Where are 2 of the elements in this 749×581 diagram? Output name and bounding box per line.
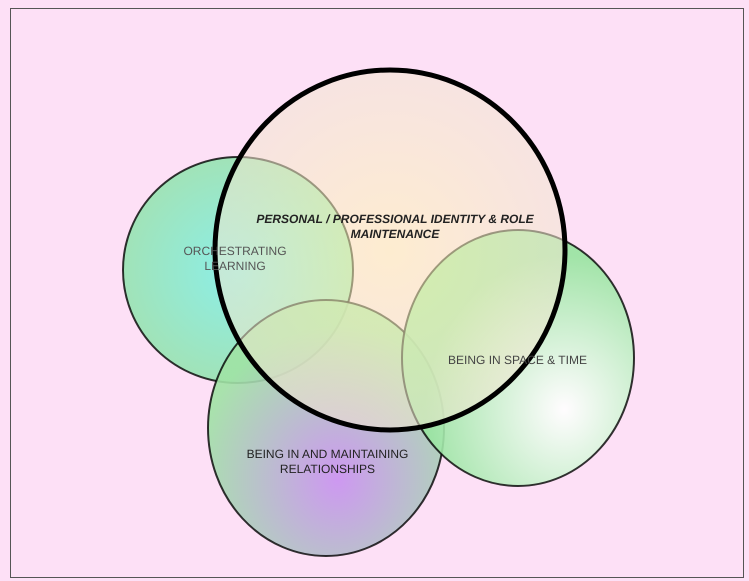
ellipse-label: BEING IN AND MAINTAINING RELATIONSHIPS: [246, 447, 410, 477]
ellipse-label: PERSONAL / PROFESSIONAL IDENTITY & ROLE MAINTENANCE: [255, 212, 535, 242]
